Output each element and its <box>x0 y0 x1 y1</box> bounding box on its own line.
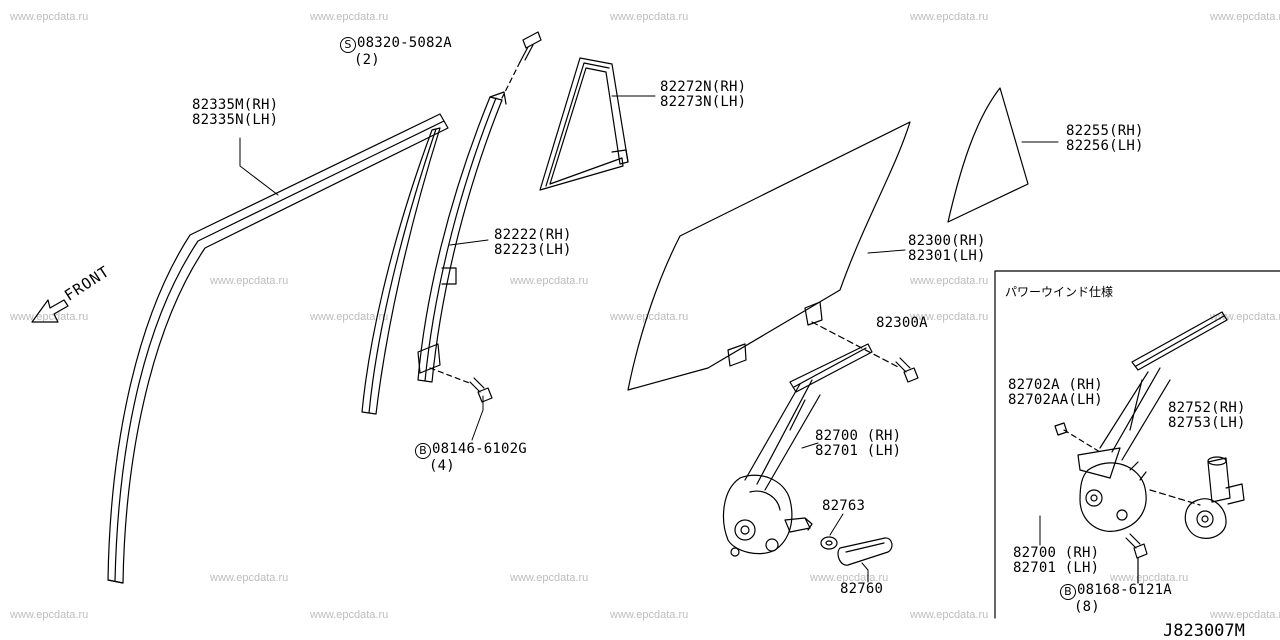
channel-bolt-part <box>429 367 493 403</box>
watermark: www.epcdata.ru <box>510 572 589 584</box>
rear-channel-part <box>417 91 507 383</box>
watermark: www.epcdata.ru <box>910 609 989 621</box>
glass-bolt-part <box>895 357 919 383</box>
diagram-reference: J823007M <box>1163 621 1245 640</box>
label-regulator-manual: 82700 (RH) 82701 (LH) <box>815 428 902 459</box>
watermark: www.epcdata.ru <box>10 609 89 621</box>
watermark: www.epcdata.ru <box>910 275 989 287</box>
manual-regulator-part <box>722 343 873 557</box>
watermark: www.epcdata.ru <box>210 275 289 287</box>
label-handle: 82760 <box>840 581 884 597</box>
screw-top-part <box>501 31 542 99</box>
watermark: www.epcdata.ru <box>1110 572 1189 584</box>
label-sash-glass: 82272N(RH) 82273N(LH) <box>660 79 747 110</box>
front-arrow-icon <box>31 299 69 323</box>
bolt-symbol-icon: B <box>415 443 431 459</box>
watermark: www.epcdata.ru <box>610 11 689 23</box>
inset-frame <box>994 270 1280 619</box>
watermark: www.epcdata.ru <box>10 11 89 23</box>
label-channel: 82222(RH) 82223(LH) <box>494 227 572 258</box>
quarter-glass-part <box>947 87 1029 223</box>
watermark: www.epcdata.ru <box>1210 11 1280 23</box>
watermark: www.epcdata.ru <box>810 572 889 584</box>
escutcheon-part <box>820 536 838 550</box>
label-motor: 82752(RH) 82753(LH) <box>1168 400 1246 431</box>
bolt-symbol-icon: B <box>1060 584 1076 600</box>
watermark: www.epcdata.ru <box>10 311 89 323</box>
label-outer-molding: 82335M(RH) 82335N(LH) <box>192 97 279 128</box>
window-motor-part <box>1184 456 1245 539</box>
watermark: www.epcdata.ru <box>610 311 689 323</box>
label-escutcheon: 82763 <box>822 498 866 514</box>
watermark: www.epcdata.ru <box>310 609 389 621</box>
label-bolt-power: 82702A (RH) 82702AA(LH) <box>1008 377 1103 408</box>
label-glass-bolt: 82300A <box>876 315 928 331</box>
label-regulator-power: 82700 (RH) 82701 (LH) <box>1013 545 1100 576</box>
watermark: www.epcdata.ru <box>210 572 289 584</box>
watermark: www.epcdata.ru <box>310 311 389 323</box>
door-glass-part <box>627 121 911 391</box>
pillar-strip-part <box>361 127 441 415</box>
power-bolt-part <box>1054 422 1101 453</box>
screw-symbol-icon: S <box>340 37 356 53</box>
watermark: www.epcdata.ru <box>310 11 389 23</box>
regulator-bolt-part <box>1125 533 1148 584</box>
label-door-glass: 82300(RH) 82301(LH) <box>908 233 986 264</box>
inset-title: パワーウインド仕様 <box>1005 285 1114 299</box>
label-quarter-glass: 82255(RH) 82256(LH) <box>1066 123 1144 154</box>
watermark: www.epcdata.ru <box>1210 609 1280 621</box>
sash-glass-part <box>539 57 629 191</box>
leader-lines <box>239 95 1059 583</box>
handle-part <box>837 537 893 566</box>
watermark: www.epcdata.ru <box>610 609 689 621</box>
watermark: www.epcdata.ru <box>510 275 589 287</box>
watermark: www.epcdata.ru <box>910 311 989 323</box>
power-regulator-part <box>1077 311 1228 532</box>
outer-molding-part <box>107 113 449 584</box>
watermark: www.epcdata.ru <box>910 11 989 23</box>
